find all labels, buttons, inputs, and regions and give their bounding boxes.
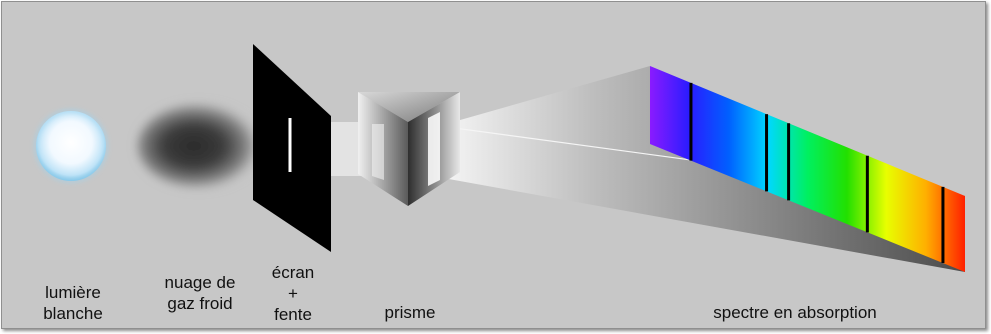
dispersed-light-fan — [432, 66, 965, 272]
absorption-lines — [689, 82, 945, 264]
absorption-spectrum — [650, 66, 965, 272]
prism-beam-entry — [372, 124, 384, 180]
label-spectrum-line-1: spectre en absorption — [713, 303, 877, 322]
label-prism-line-1: prisme — [384, 303, 436, 322]
label-white-light-line-1: lumière — [45, 283, 101, 302]
label-white-light-line-2: blanche — [43, 304, 103, 323]
label-white-light: lumière blanche — [32, 282, 114, 324]
white-light-glow — [34, 109, 108, 183]
white-light-source — [36, 111, 106, 181]
cold-gas-cloud — [138, 104, 262, 188]
label-screen-slit-line-2: + — [288, 284, 298, 303]
label-screen-slit-line-1: écran — [271, 263, 315, 282]
label-prism: prisme — [370, 302, 450, 323]
label-spectrum: spectre en absorption — [680, 302, 910, 323]
label-cold-gas-line-2: gaz froid — [167, 294, 233, 313]
screen — [253, 44, 331, 252]
label-cold-gas-line-1: nuage de — [164, 273, 236, 292]
prism-beam-exit — [428, 112, 440, 186]
label-screen-slit-line-3: fente — [274, 305, 312, 324]
label-cold-gas: nuage de gaz froid — [150, 272, 250, 314]
label-screen-slit: écran + fente — [262, 262, 324, 325]
prism-top — [358, 92, 460, 122]
